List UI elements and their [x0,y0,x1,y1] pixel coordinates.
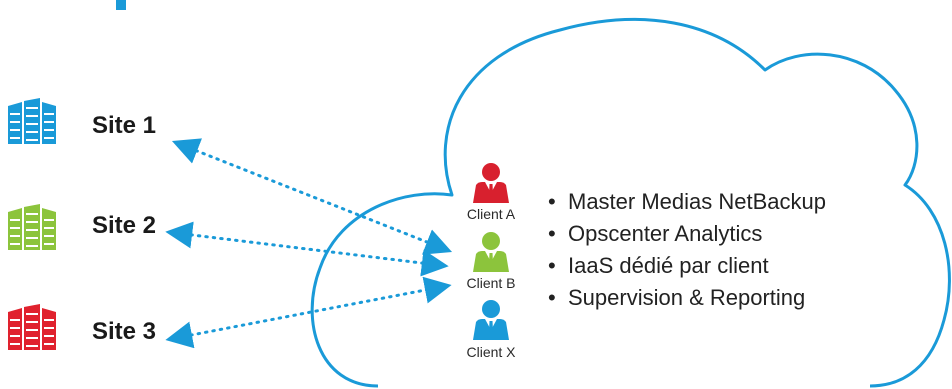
feature-list: •Master Medias NetBackup •Opscenter Anal… [548,186,826,314]
top-edge-mark [116,0,126,10]
site-3-label: Site 3 [92,318,157,345]
feature-item: •Supervision & Reporting [548,285,806,310]
site-1-building-icon [8,98,56,144]
feature-text: Opscenter Analytics [568,221,763,246]
client-x-label: Client X [466,344,516,360]
site-1-label: Site 1 [92,112,157,139]
client-a-label: Client A [466,206,516,222]
client-b-label: Client B [466,275,516,291]
feature-item: •IaaS dédié par client [548,253,769,278]
site-2-label: Site 2 [92,212,157,239]
site-3-building-icon [8,304,56,350]
client-b-user-icon [473,232,509,272]
feature-item: •Master Medias NetBackup [548,189,826,214]
client-a-user-icon [473,163,509,203]
feature-text: Master Medias NetBackup [568,189,826,214]
link-site-2 [165,221,449,277]
client-x-user-icon [473,300,509,340]
feature-item: •Opscenter Analytics [548,221,763,246]
link-site-3 [165,276,452,349]
feature-text: Supervision & Reporting [568,285,806,310]
site-2-building-icon [8,204,56,250]
feature-text: IaaS dédié par client [568,253,769,278]
